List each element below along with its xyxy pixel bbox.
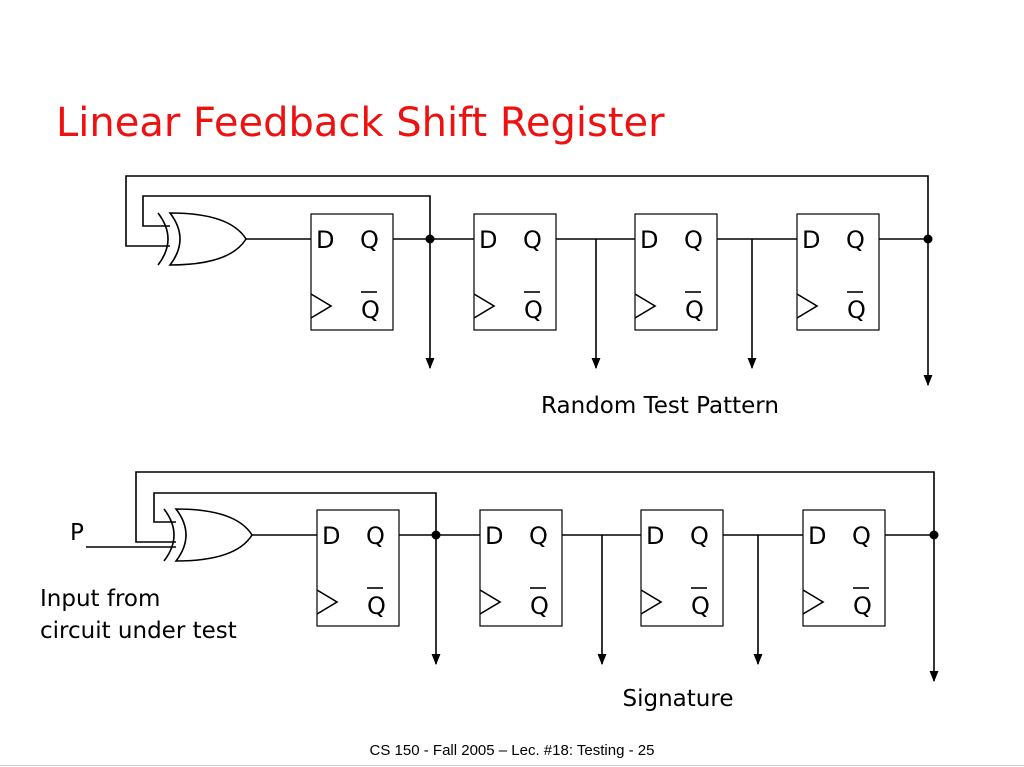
flip-flop-qbar-label: Q <box>361 296 380 324</box>
flip-flop-d-label: D <box>316 226 334 254</box>
flip-flop-d-label: D <box>802 226 820 254</box>
flip-flop-clock-symbol <box>796 293 819 319</box>
flip-flop-clock-symbol <box>479 589 502 615</box>
flip-flop-qbar-label: Q <box>685 296 704 324</box>
flip-flop-clock-symbol <box>316 589 339 615</box>
flip-flop-clock-symbol <box>640 589 663 615</box>
feedback-wire-outer <box>125 175 929 247</box>
flip-flop-q-label: Q <box>846 226 865 254</box>
flip-flop-q-label: Q <box>684 226 703 254</box>
flip-flop-d-label: D <box>646 522 664 550</box>
feedback-wire-inner <box>142 195 431 239</box>
flip-flop-qbar-label: Q <box>367 592 386 620</box>
flip-flop-d-label: D <box>485 522 503 550</box>
xor-gate <box>163 508 253 562</box>
flip-flop-clock-symbol <box>802 589 825 615</box>
flip-flop-d-label: D <box>640 226 658 254</box>
feedback-wire-inner <box>153 492 437 535</box>
slide-title: Linear Feedback Shift Register <box>56 100 665 146</box>
input-note-line: circuit under test <box>40 618 237 644</box>
flip-flop-q-label: Q <box>852 522 871 550</box>
footer-divider <box>0 765 1024 766</box>
flip-flop-q-label: Q <box>360 226 379 254</box>
flip-flop-qbar-label: Q <box>847 296 866 324</box>
flip-flop-q-label: Q <box>366 522 385 550</box>
input-note-line: Input from <box>40 586 160 612</box>
flip-flop-q-label: Q <box>529 522 548 550</box>
flip-flop-d-label: D <box>322 522 340 550</box>
input-label-p: P <box>70 520 84 546</box>
flip-flop-d-label: D <box>479 226 497 254</box>
flip-flop-q-label: Q <box>523 226 542 254</box>
flip-flop-qbar-label: Q <box>691 592 710 620</box>
flip-flop-qbar-label: Q <box>853 592 872 620</box>
flip-flop-qbar-label: Q <box>524 296 543 324</box>
flip-flop-d-label: D <box>808 522 826 550</box>
flip-flop-clock-symbol <box>310 293 333 319</box>
diagram-caption: Signature <box>623 686 734 712</box>
flip-flop-clock-symbol <box>473 293 496 319</box>
flip-flop-qbar-label: Q <box>530 592 549 620</box>
flip-flop-clock-symbol <box>634 293 657 319</box>
feedback-wire-outer <box>135 471 935 543</box>
diagram-caption: Random Test Pattern <box>541 393 779 419</box>
flip-flop-q-label: Q <box>690 522 709 550</box>
xor-gate <box>157 212 247 266</box>
slide-footer: CS 150 - Fall 2005 – Lec. #18: Testing -… <box>369 742 655 759</box>
